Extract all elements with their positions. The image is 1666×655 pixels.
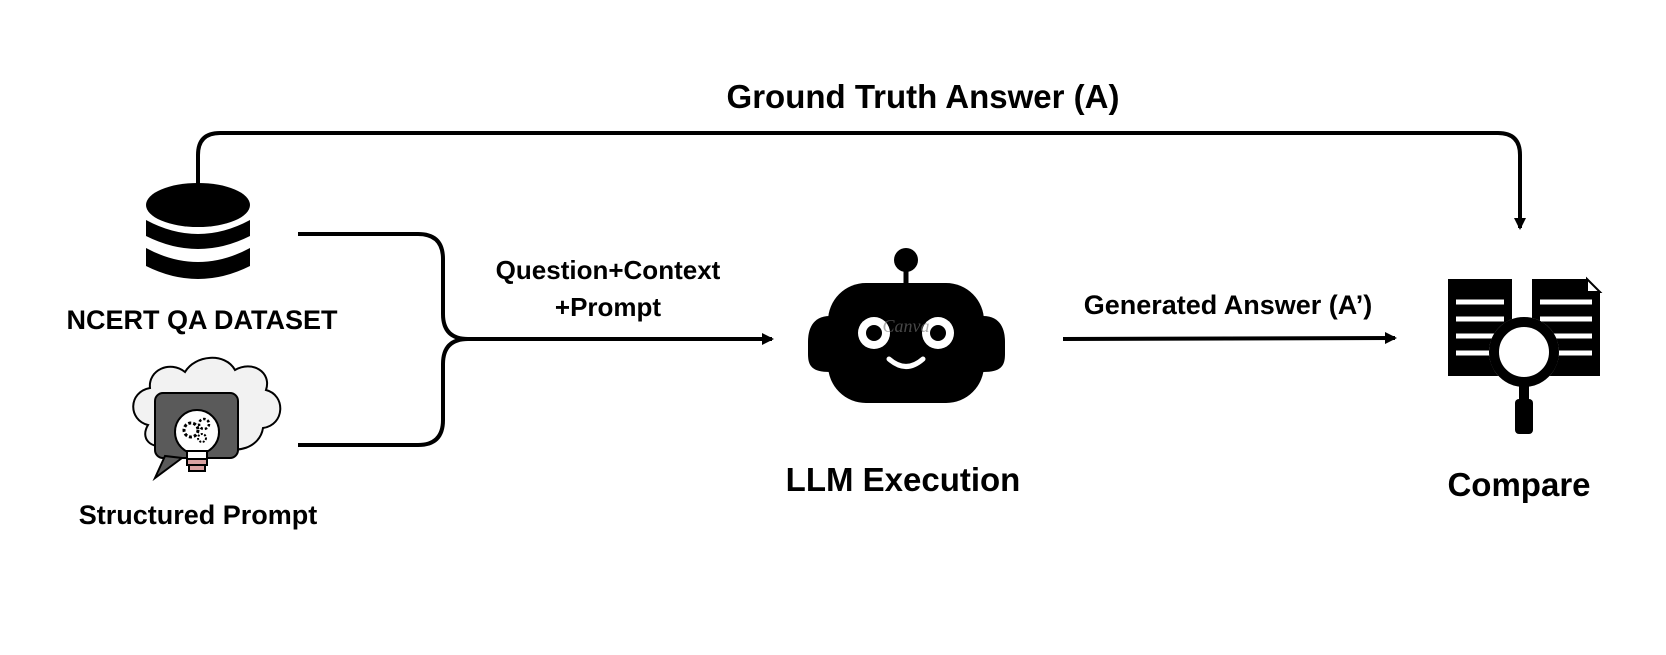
document-magnifier-icon (1448, 276, 1603, 434)
lightbulb-gears-icon (132, 356, 282, 482)
dataset-label: NCERT QA DATASET (66, 305, 338, 335)
generated-answer-label: Generated Answer (A’) (1083, 290, 1373, 320)
dataset-merge-connector (298, 232, 469, 341)
ground-truth-connector (196, 131, 1526, 230)
input-label-line1: Question+Context (495, 255, 721, 285)
prompt-merge-connector (298, 337, 469, 447)
robot-icon: Canva (808, 248, 1005, 403)
llm-label: LLM Execution (785, 461, 1021, 498)
compare-label: Compare (1447, 466, 1591, 503)
robot-watermark: Canva (883, 316, 930, 336)
input-label-line2: +Prompt (554, 292, 662, 322)
database-icon (146, 183, 250, 279)
ground-truth-label: Ground Truth Answer (A) (726, 78, 1120, 115)
prompt-label: Structured Prompt (78, 500, 318, 530)
output-arrow (1062, 332, 1397, 345)
